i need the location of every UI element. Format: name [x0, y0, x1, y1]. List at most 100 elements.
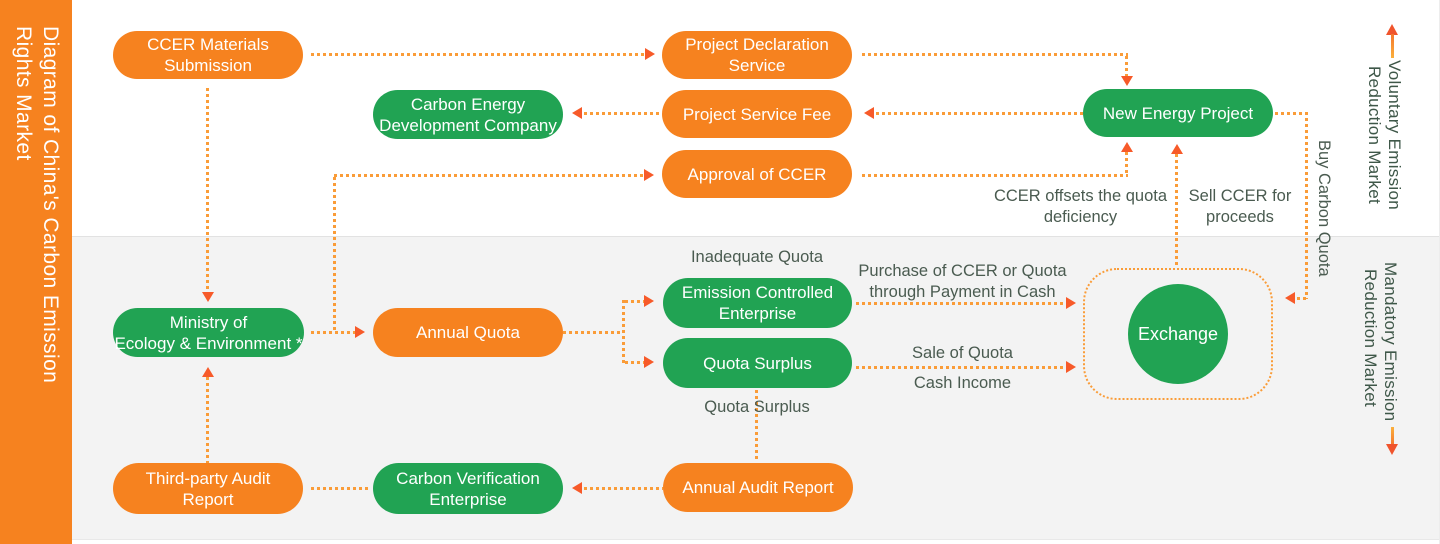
connector-audit-to-verification	[584, 487, 663, 490]
label-text: CCER offsets the quota	[993, 187, 1168, 205]
label-quota-surplus: Quota Surplus	[662, 397, 852, 418]
label-text: through Payment in Cash	[869, 283, 1056, 301]
node-label: Report	[182, 489, 234, 509]
arrowhead-up-icon	[202, 367, 214, 377]
label-text: Inadequate Quota	[690, 248, 824, 266]
node-label: Development Company	[379, 115, 557, 135]
node-label: Project Declaration	[685, 35, 829, 54]
label-cash-income: Cash Income	[850, 373, 1075, 394]
node-label: Ecology & Environment *	[114, 333, 303, 353]
label-text: Reduction Market	[1365, 65, 1384, 205]
node-label: CCER Materials	[147, 35, 269, 54]
node-quota-surplus: Quota Surplus	[663, 338, 852, 388]
connector-materials-to-declaration	[311, 53, 645, 56]
arrowhead-right-icon	[355, 326, 365, 338]
node-label: Third-party Audit	[145, 468, 271, 488]
connector-declaration-to-newenergy-drop	[1125, 56, 1128, 78]
label-purchase-of-ccer: Purchase of CCER or Quota through Paymen…	[850, 261, 1075, 303]
exchange-boundary	[1083, 268, 1273, 400]
connector-servicefee-to-carbonenergy	[584, 112, 662, 115]
connector-newenergy-to-exchange	[1275, 112, 1308, 115]
node-label: Service	[728, 56, 786, 75]
node-label: Quota Surplus	[703, 353, 812, 373]
connector-verification-to-thirdparty	[311, 487, 369, 490]
arrowhead-right-icon	[644, 169, 654, 181]
label-text: deficiency	[1043, 208, 1118, 226]
arrowhead-right-icon	[1066, 361, 1076, 373]
node-carbon-energy-development-company: Carbon Energy Development Company	[373, 90, 563, 139]
arrowhead-down-icon	[1386, 444, 1398, 455]
node-label: Exchange	[1137, 323, 1219, 344]
connector-fork-to-surplus	[625, 361, 644, 364]
connector-fork-vertical	[622, 300, 625, 364]
arrowhead-right-icon	[1066, 297, 1076, 309]
page-title-line2: Rights Market	[12, 26, 35, 161]
node-project-declaration-service: Project Declaration Service	[662, 31, 852, 79]
arrowhead-left-icon	[864, 107, 874, 119]
node-label: Submission	[164, 56, 252, 75]
page-title-line1: Diagram of China's Carbon Emission	[39, 26, 62, 384]
arrowhead-up-icon	[1171, 144, 1183, 154]
label-voluntary-market: Voluntary Emission Reduction Market	[1364, 60, 1404, 210]
connector-surplus-to-audit	[755, 390, 758, 460]
connector-surplus-to-exchange	[856, 366, 1066, 369]
connector-fork-to-emission	[625, 300, 644, 303]
arrowhead-left-icon	[572, 107, 582, 119]
label-sell-ccer: Sell CCER for proceeds	[1155, 186, 1325, 228]
connector-ministry-to-annualquota	[311, 331, 355, 334]
node-label: Annual Quota	[416, 323, 520, 342]
connector-approval-to-newenergy	[862, 174, 1128, 177]
node-emission-controlled-enterprise: Emission Controlled Enterprise	[663, 278, 852, 328]
node-third-party-audit-report: Third-party Audit Report	[113, 463, 303, 514]
label-text: Mandatory Emission	[1381, 262, 1400, 422]
label-text: Sell CCER for	[1188, 187, 1292, 205]
node-ministry-ecology-environment: Ministry of Ecology & Environment *	[113, 308, 304, 357]
label-ccer-offsets: CCER offsets the quota deficiency	[968, 186, 1193, 228]
sidebar: Diagram of China's Carbon Emission Right…	[0, 0, 72, 544]
connector-ministry-to-approval	[334, 174, 644, 177]
node-ccer-materials-submission: CCER Materials Submission	[113, 31, 303, 79]
connector-exchange-to-newenergy	[1175, 154, 1178, 268]
node-annual-audit-report: Annual Audit Report	[663, 463, 853, 512]
arrowhead-up-icon	[1386, 24, 1398, 35]
label-text: Purchase of CCER or Quota	[858, 262, 1067, 280]
node-label: Annual Audit Report	[682, 478, 834, 497]
connector-ministry-to-approval-rise	[333, 177, 336, 332]
label-text: Reduction Market	[1361, 268, 1380, 408]
node-annual-quota: Annual Quota	[373, 308, 563, 357]
voluntary-up-arrow-icon	[1386, 24, 1399, 58]
node-label: Carbon Energy	[410, 94, 526, 114]
connector-thirdparty-to-ministry	[206, 377, 209, 463]
node-label: Carbon Verification	[396, 468, 540, 488]
node-carbon-verification-enterprise: Carbon Verification Enterprise	[373, 463, 563, 514]
node-exchange: Exchange	[1128, 284, 1228, 384]
node-new-energy-project: New Energy Project	[1083, 89, 1273, 137]
node-label: Approval of CCER	[687, 164, 827, 184]
arrowhead-down-icon	[1121, 76, 1133, 86]
arrowhead-right-icon	[645, 48, 655, 60]
connector-newenergy-to-servicefee	[876, 112, 1083, 115]
label-inadequate-quota: Inadequate Quota	[662, 247, 852, 268]
node-label: New Energy Project	[1102, 103, 1254, 123]
connector-approval-to-newenergy-rise	[1125, 152, 1128, 174]
connector-newenergy-to-exchange-drop	[1305, 112, 1308, 299]
label-text: Voluntary Emission	[1385, 60, 1404, 210]
label-text: Cash Income	[913, 374, 1012, 392]
arrowhead-right-icon	[644, 356, 654, 368]
node-project-service-fee: Project Service Fee	[662, 90, 852, 138]
connector-declaration-to-newenergy	[862, 53, 1128, 56]
connector-materials-to-ministry	[206, 88, 209, 292]
arrowhead-down-icon	[202, 292, 214, 302]
node-label: Emission Controlled	[681, 283, 834, 302]
arrowhead-right-icon	[644, 295, 654, 307]
label-sale-of-quota: Sale of Quota	[850, 343, 1075, 364]
connector-emission-to-exchange	[856, 302, 1066, 305]
node-approval-of-ccer: Approval of CCER	[662, 150, 852, 198]
arrow-stem	[1391, 34, 1394, 58]
connector-newenergy-to-exchange-tail	[1297, 297, 1308, 300]
node-label: Enterprise	[718, 304, 797, 323]
page-title: Diagram of China's Carbon Emission Right…	[10, 26, 64, 486]
label-mandatory-market: Mandatory Emission Reduction Market	[1360, 262, 1400, 422]
arrowhead-up-icon	[1121, 142, 1133, 152]
